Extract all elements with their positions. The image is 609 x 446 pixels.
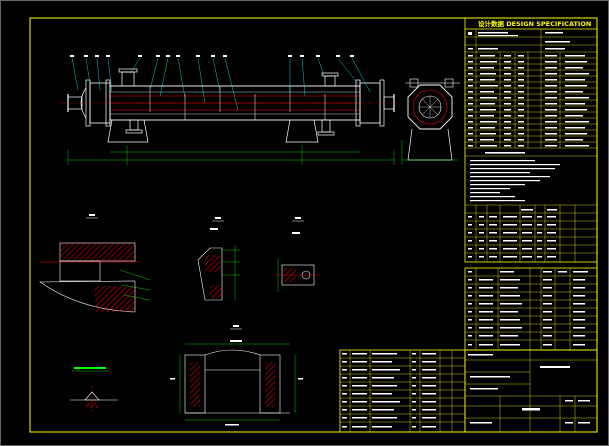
design-spec-table: 设计数据 DESIGN SPECIFICATION [464, 17, 598, 263]
detail-section-3 [276, 217, 320, 292]
main-elevation-view [60, 55, 400, 165]
parts-list [339, 349, 466, 433]
detail-section-1 [39, 214, 151, 313]
design-spec-title: 设计数据 DESIGN SPECIFICATION [478, 19, 591, 28]
nozzle-table [464, 267, 598, 351]
title-block [464, 349, 598, 433]
end-view [401, 78, 460, 165]
detail-section-2 [197, 217, 240, 301]
weld-detail [70, 367, 118, 412]
saddle-detail-view [170, 325, 303, 426]
